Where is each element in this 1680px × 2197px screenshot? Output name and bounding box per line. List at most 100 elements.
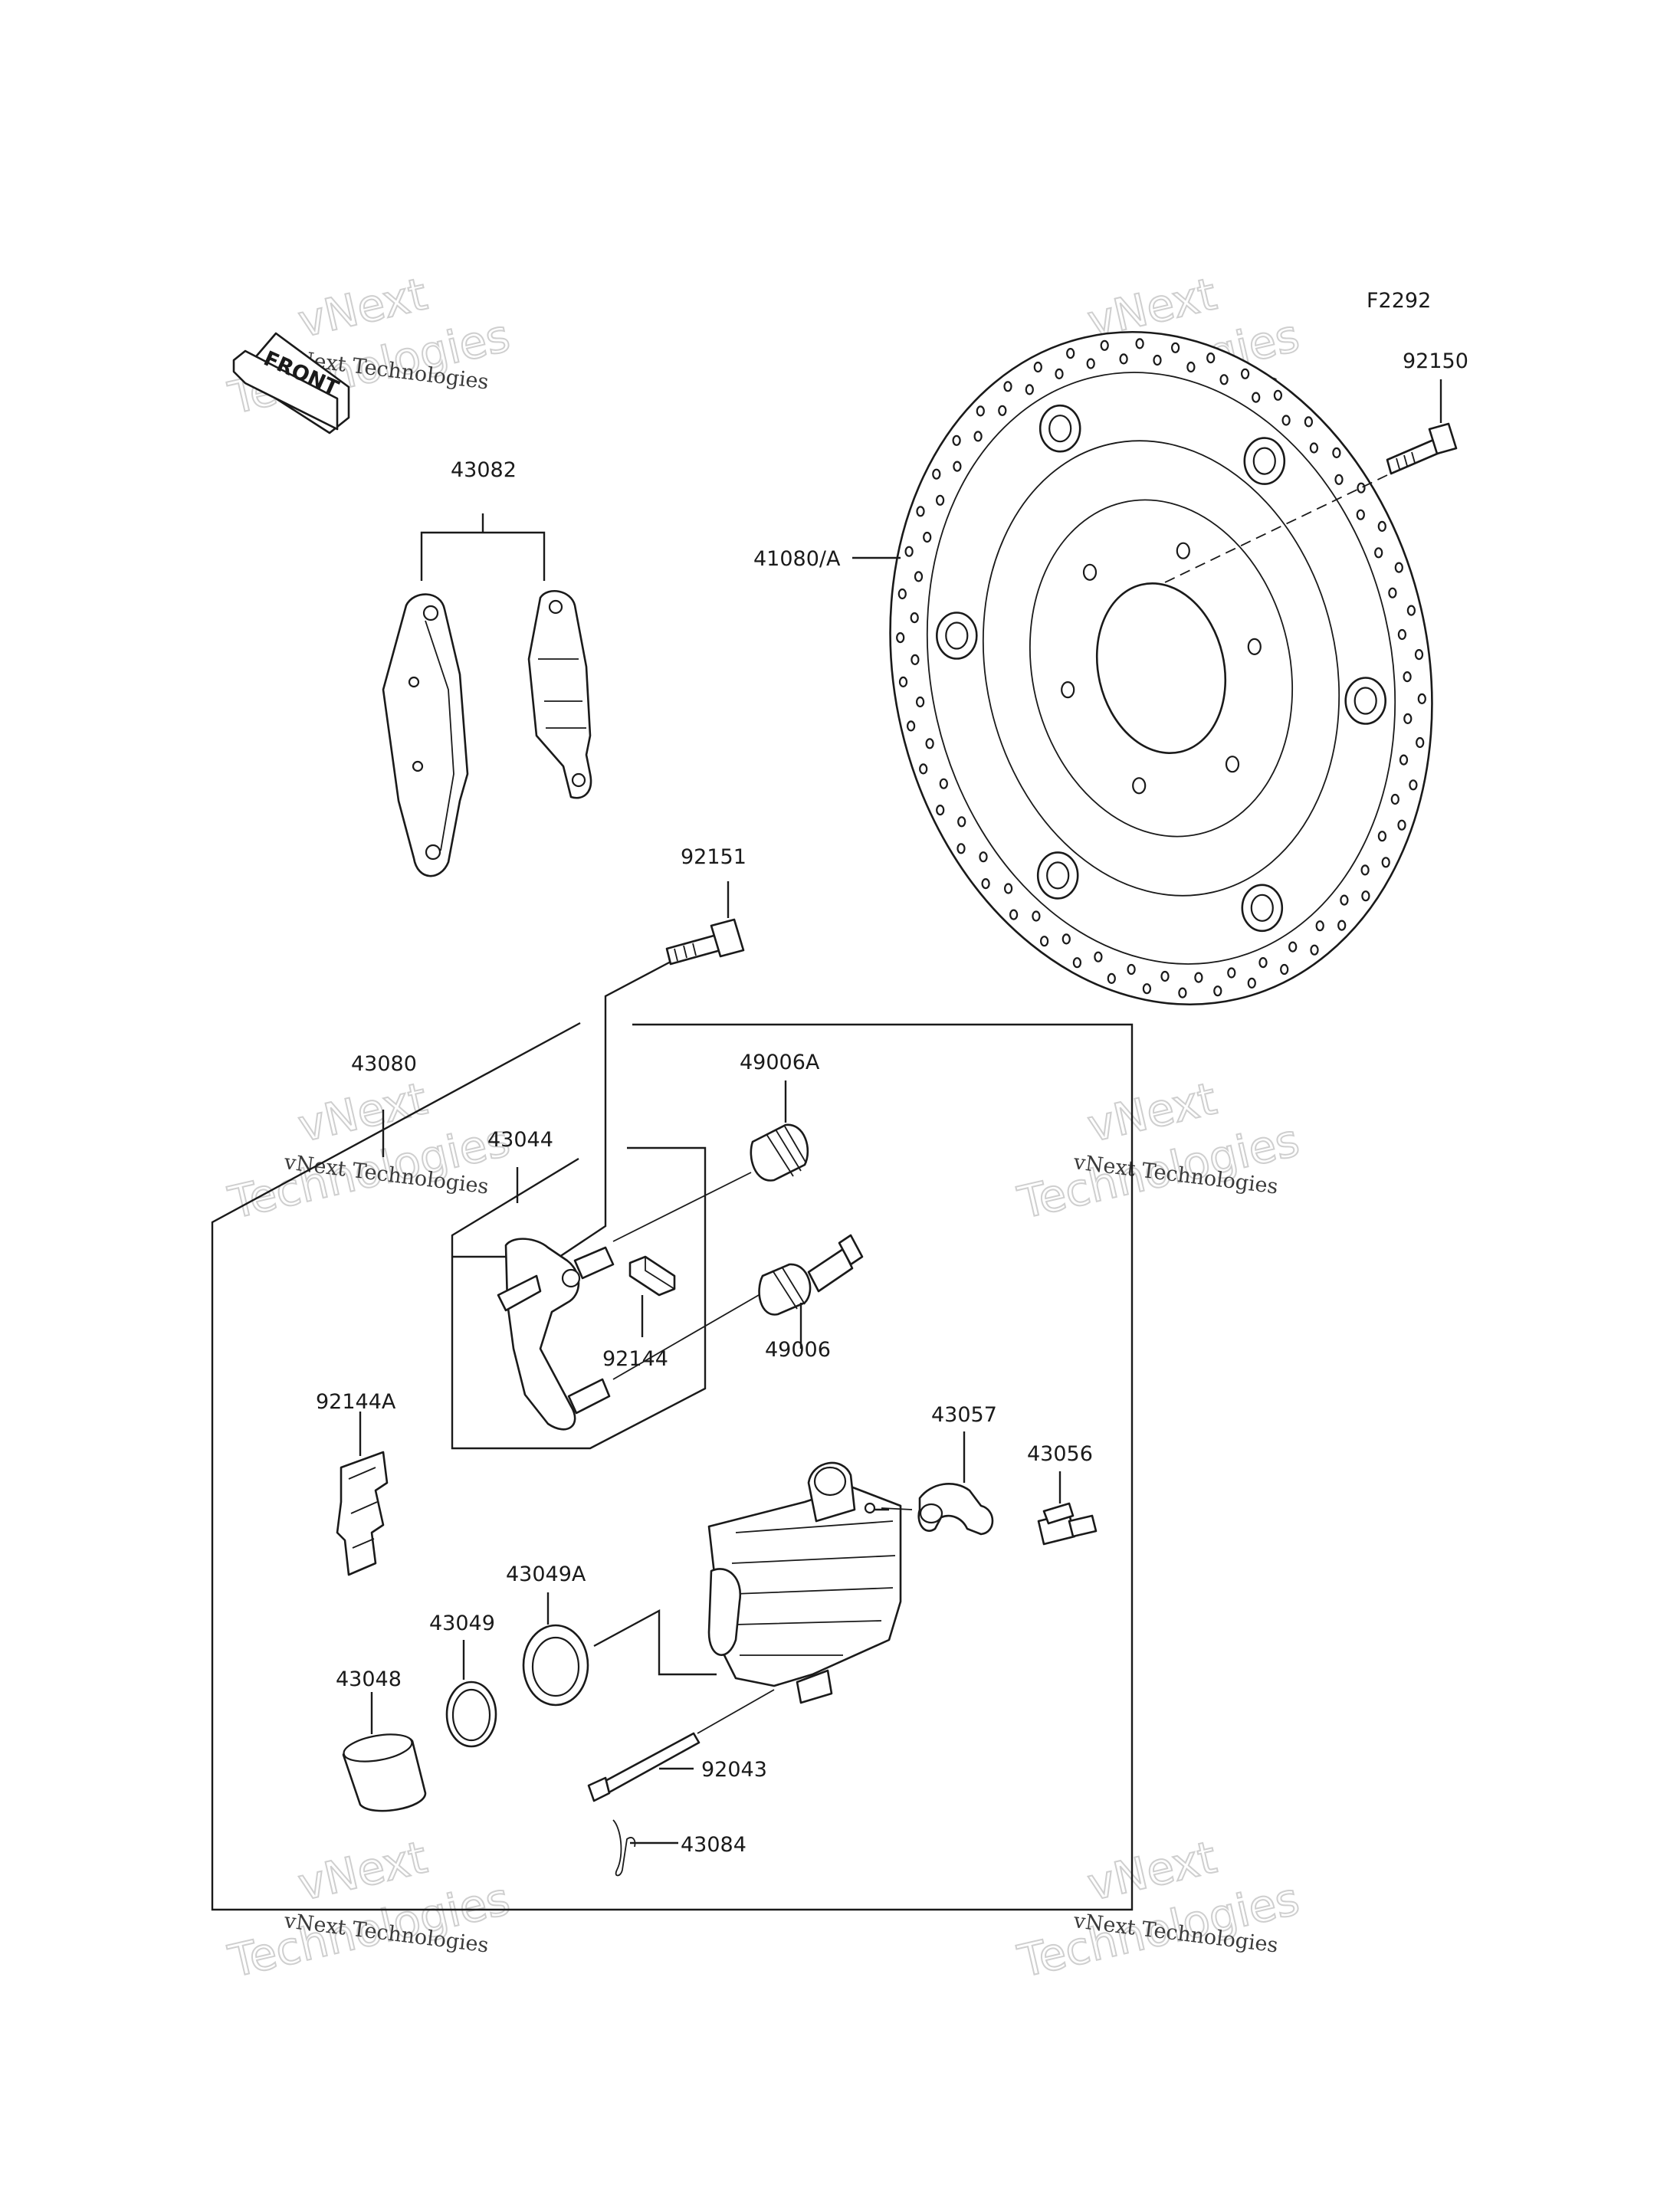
disc-vent-hole (1094, 951, 1103, 962)
disc-vent-hole (1039, 936, 1049, 947)
part-number-43080: 43080 (351, 1052, 417, 1076)
disc-vent-hole (1178, 987, 1187, 998)
disc-vent-hole (1009, 909, 1019, 920)
dust-seal (522, 1624, 589, 1707)
disc-vent-hole (1304, 416, 1314, 428)
disc-vent-hole (1390, 793, 1399, 805)
disc-rivet-center (1048, 415, 1072, 443)
disc-vent-hole (1025, 384, 1034, 395)
disc-vent-hole (957, 816, 966, 828)
disc-vent-hole (1288, 941, 1298, 953)
disc-vent-hole (1247, 977, 1256, 989)
bleeder-cap-bracket (917, 1483, 994, 1536)
disc-vent-hole (910, 612, 919, 624)
disc-vent-hole (1394, 562, 1403, 573)
disc-vent-hole (1055, 368, 1064, 379)
disc-vent-hole (1403, 671, 1412, 683)
disc-vent-hole (1377, 831, 1387, 842)
part-number-92150: 92150 (1403, 349, 1468, 373)
pad-spring-clip (628, 1255, 676, 1297)
disc-rivet-center (945, 621, 969, 650)
part-number-49006A: 49006A (740, 1051, 820, 1074)
disc-vent-hole (979, 851, 988, 863)
disc-vent-hole (1397, 819, 1406, 831)
disc-vent-hole (1086, 358, 1095, 369)
disc-vent-hole (932, 468, 941, 480)
part-number-92144: 92144 (602, 1347, 668, 1371)
disc-vent-hole (1127, 963, 1136, 976)
caliper-bracket (497, 1238, 615, 1431)
hub-mount-hole (1082, 563, 1098, 581)
hub-mount-hole (1225, 756, 1240, 773)
hub-mount-hole (1061, 680, 1075, 699)
brake-disc (889, 331, 1433, 1005)
disc-vent-hole (1414, 648, 1424, 661)
part-number-92151: 92151 (681, 845, 746, 869)
disc-vent-hole (1340, 894, 1349, 906)
disc-vent-hole (915, 696, 925, 708)
part-number-43084: 43084 (681, 1833, 746, 1857)
disc-vent-hole (923, 531, 932, 543)
disc-vent-hole (897, 588, 907, 600)
disc-vent-hole (1227, 967, 1236, 979)
disc-vent-hole (1397, 628, 1407, 641)
disc-vent-hole (1032, 910, 1041, 922)
disc-vent-hole (914, 571, 924, 582)
disc-vent-hole (1360, 864, 1370, 876)
disc-vent-hole (906, 720, 916, 732)
disc-vent-hole (976, 405, 985, 417)
disc-vent-hole (916, 506, 925, 517)
disc-vent-hole (1357, 482, 1366, 494)
hub-mount-hole (1176, 542, 1190, 559)
disc-vent-hole (1361, 890, 1370, 902)
piston (342, 1733, 427, 1812)
brake-pad-left (382, 593, 469, 877)
disc-vent-hole (1258, 956, 1268, 969)
disc-vent-hole (998, 405, 1007, 416)
disc-vent-hole (1033, 361, 1042, 373)
disc-vent-hole (1003, 883, 1013, 894)
caliper-body (707, 1461, 902, 1704)
part-number-43048: 43048 (336, 1667, 402, 1691)
disc-vent-hole (1332, 447, 1341, 459)
disc-vent-hole (1061, 933, 1071, 945)
disc-vent-hole (1160, 970, 1170, 982)
disc-vent-hole (1309, 442, 1319, 454)
disc-vent-hole (1337, 920, 1347, 931)
dust-boot-upper (750, 1123, 809, 1182)
disc-vent-hole (1153, 354, 1162, 366)
disc-vent-hole (1310, 944, 1319, 956)
disc-vent-hole (1213, 985, 1222, 997)
piston-seal (445, 1681, 497, 1748)
disc-vent-hole (1281, 415, 1291, 426)
bleeder-valve (1037, 1502, 1098, 1546)
disc-rivet-center (1354, 687, 1377, 715)
disc-vent-hole (935, 494, 945, 506)
disc-vent-hole (1119, 353, 1128, 365)
part-number-41080A: 41080/A (753, 547, 841, 571)
disc-vent-hole (1194, 972, 1203, 983)
disc-vent-hole (936, 804, 945, 816)
disc-vent-hole (1334, 474, 1344, 485)
disc-vent-hole (1403, 713, 1413, 725)
disc-vent-hole (1066, 348, 1075, 359)
disc-vent-hole (956, 843, 966, 854)
pad-spring (336, 1451, 389, 1576)
part-number-43082: 43082 (451, 458, 517, 482)
disc-vent-hole (1206, 353, 1216, 364)
disc-vent-hole (1252, 392, 1261, 403)
disc-vent-hole (1356, 509, 1365, 520)
disc-vent-hole (896, 631, 905, 644)
disc-vent-hole (1240, 368, 1250, 379)
disc-vent-hole (952, 434, 961, 446)
disc-vent-hole (953, 461, 962, 472)
disc-vent-hole (1186, 361, 1196, 373)
part-number-43049A: 43049A (506, 1562, 586, 1586)
part-number-49006: 49006 (765, 1338, 831, 1362)
disc-vent-hole (1170, 342, 1180, 353)
disc-vent-hole (981, 877, 990, 890)
pin-clip (612, 1819, 636, 1877)
